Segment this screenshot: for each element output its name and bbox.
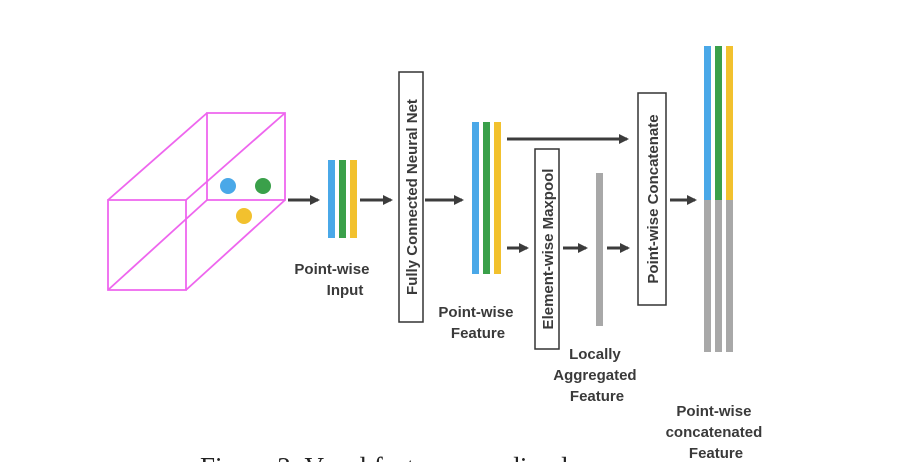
aggregated-feature-label: Locally Aggregated Feature [553, 346, 641, 405]
concatenated-feature-label: Point-wise concatenated Feature [666, 403, 767, 462]
voxel-box [107, 112, 286, 291]
concatenated-feature-bars [704, 46, 733, 352]
point-blue [220, 178, 236, 194]
figure-caption: Figure 3: Voxel feature encoding layer [200, 452, 615, 462]
point-green [255, 178, 271, 194]
fcn-block: Fully Connected Neural Net [398, 71, 424, 323]
svg-text:Fully Connected Neural Net: Fully Connected Neural Net [404, 99, 421, 295]
pointwise-feature-bars [472, 122, 501, 274]
aggregated-feature-bar [596, 173, 603, 326]
pointwise-feature-label: Point-wise Feature [438, 304, 517, 342]
maxpool-block: Element-wise Maxpool [534, 148, 560, 350]
pointwise-input-label: Point-wise Input [294, 261, 373, 299]
concat-block: Point-wise Concatenate [637, 92, 667, 306]
svg-text:Element-wise Maxpool: Element-wise Maxpool [540, 169, 557, 330]
point-yellow [236, 208, 252, 224]
pointwise-input-bars [328, 160, 357, 238]
svg-text:Point-wise Concatenate: Point-wise Concatenate [645, 114, 662, 283]
